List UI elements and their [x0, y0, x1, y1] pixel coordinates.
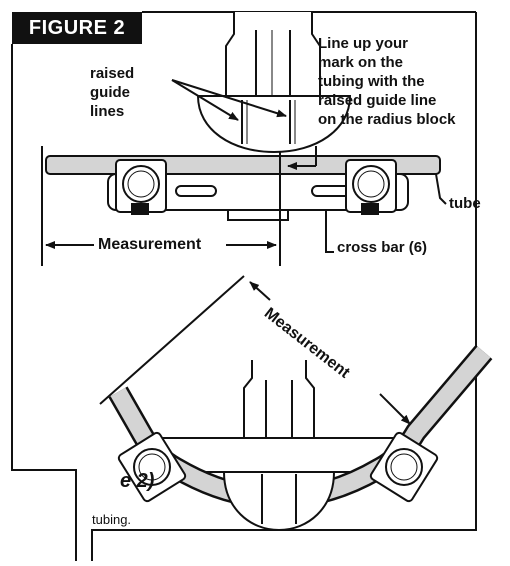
label-measurement-top: Measurement [98, 236, 202, 253]
cross-bar-top [107, 173, 409, 221]
measurement-top-dimension [41, 146, 281, 266]
cut-off-heading: e 2) [120, 470, 155, 492]
roller-left-top [115, 159, 167, 215]
roller-right-top [345, 159, 397, 215]
top-bender-upper-body [225, 12, 321, 97]
cut-off-body-text: tubing. [92, 512, 132, 527]
bottom-bender-upper-body [243, 360, 315, 441]
roller-left-bottom [117, 431, 187, 503]
label-cross-bar: cross bar (6) [337, 239, 428, 256]
callout-lines [171, 79, 447, 253]
roller-right-bottom [369, 431, 439, 503]
radius-block-top [196, 95, 352, 154]
label-line-up-instruction: Line up your mark on the tubing with the… [318, 35, 456, 128]
measurement-bottom-dimension [99, 275, 411, 425]
label-raised-guide-lines: raised guide lines [90, 65, 135, 120]
figure-title: FIGURE 2 [12, 12, 142, 44]
radius-block-bottom [222, 471, 336, 532]
label-tube: tube [449, 195, 481, 212]
